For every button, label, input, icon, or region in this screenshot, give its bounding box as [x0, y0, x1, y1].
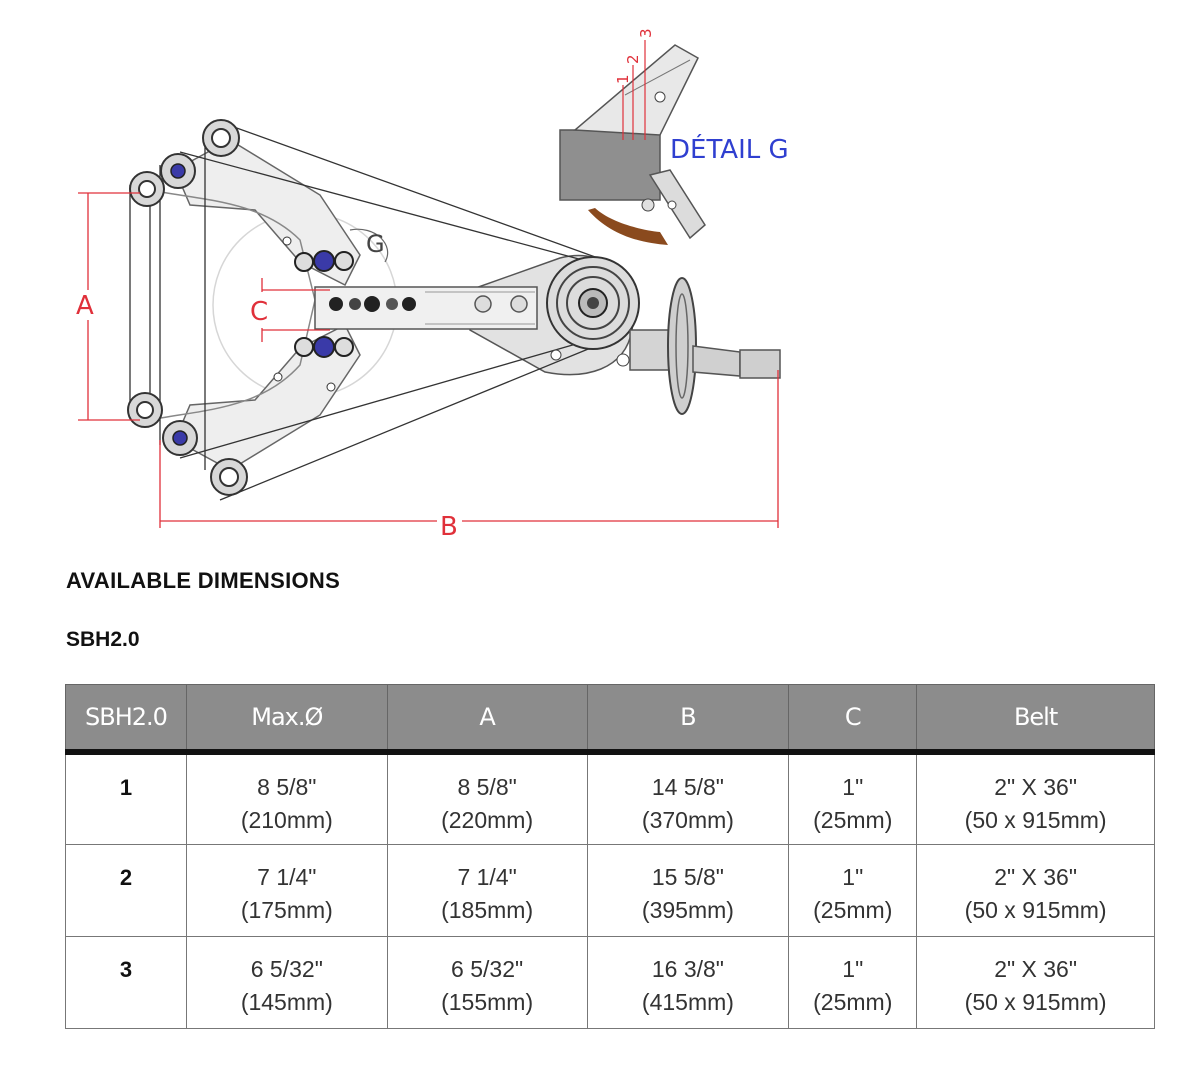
- position-3-label: 3: [637, 28, 655, 38]
- header-a: A: [386, 684, 588, 755]
- cell-max-diameter: 7 1/4"(175mm): [185, 843, 388, 937]
- table-row: 1 8 5/8"(210mm) 8 5/8"(220mm) 14 5/8"(37…: [65, 751, 1155, 845]
- cell-belt: 2" X 36"(50 x 915mm): [916, 935, 1155, 1029]
- cell-max-diameter: 8 5/8"(210mm): [185, 751, 388, 845]
- slide-bar: [314, 286, 538, 330]
- detail-ref-label: G: [366, 230, 385, 258]
- cell-b: 15 5/8"(395mm): [586, 843, 790, 937]
- header-model: SBH2.0: [65, 684, 187, 755]
- header-c: C: [788, 684, 918, 755]
- cell-belt: 2" X 36"(50 x 915mm): [916, 843, 1155, 937]
- bearing: [273, 236, 354, 392]
- drive-wheel: [546, 256, 640, 367]
- dim-a-label: A: [76, 291, 94, 321]
- position-2-label: 2: [624, 54, 642, 64]
- sander-attachment-diagram: G A B C 1 2 3 DÉTAIL: [76, 28, 789, 542]
- belt-lines: [129, 121, 599, 501]
- cell-a: 7 1/4"(185mm): [386, 843, 588, 937]
- table-row: 3 6 5/32"(145mm) 6 5/32"(155mm) 16 3/8"(…: [65, 935, 1155, 1029]
- handwheel: [629, 277, 781, 415]
- row-position: 1: [65, 751, 187, 845]
- cell-b: 14 5/8"(370mm): [586, 751, 790, 845]
- section-title: AVAILABLE DIMENSIONS: [66, 568, 341, 593]
- cell-a: 6 5/32"(155mm): [386, 935, 588, 1029]
- detail-position-lines: [622, 40, 646, 140]
- table-row: 2 7 1/4"(175mm) 7 1/4"(185mm) 15 5/8"(39…: [65, 843, 1155, 937]
- cell-belt: 2" X 36"(50 x 915mm): [916, 751, 1155, 845]
- cell-a: 8 5/8"(220mm): [386, 751, 588, 845]
- detail-g-inset: [559, 44, 706, 245]
- header-belt: Belt: [916, 684, 1155, 755]
- dimension-c: [261, 278, 330, 342]
- dim-b-label: B: [440, 512, 458, 542]
- position-1-label: 1: [614, 74, 632, 84]
- detail-title: DÉTAIL G: [670, 133, 789, 165]
- dim-c-label: C: [250, 297, 268, 327]
- cell-max-diameter: 6 5/32"(145mm): [185, 935, 388, 1029]
- cell-b: 16 3/8"(415mm): [586, 935, 790, 1029]
- upper-arm: [174, 139, 361, 287]
- dimension-b: [159, 370, 779, 528]
- cell-c: 1"(25mm): [788, 751, 918, 845]
- dimensions-table: SBH2.0 Max.Ø A B C Belt 1 8 5/8"(210mm) …: [65, 684, 1155, 1029]
- cell-c: 1"(25mm): [788, 935, 918, 1029]
- model-title: SBH2.0: [66, 628, 140, 651]
- table-header-row: SBH2.0 Max.Ø A B C Belt: [65, 684, 1155, 755]
- header-b: B: [586, 684, 790, 755]
- frame-outline: [149, 189, 316, 421]
- row-position: 2: [65, 843, 187, 937]
- header-max-diameter: Max.Ø: [185, 684, 388, 755]
- row-position: 3: [65, 935, 187, 1029]
- cell-c: 1"(25mm): [788, 843, 918, 937]
- dimension-a: [78, 192, 140, 421]
- pulley-wheel: [127, 119, 248, 496]
